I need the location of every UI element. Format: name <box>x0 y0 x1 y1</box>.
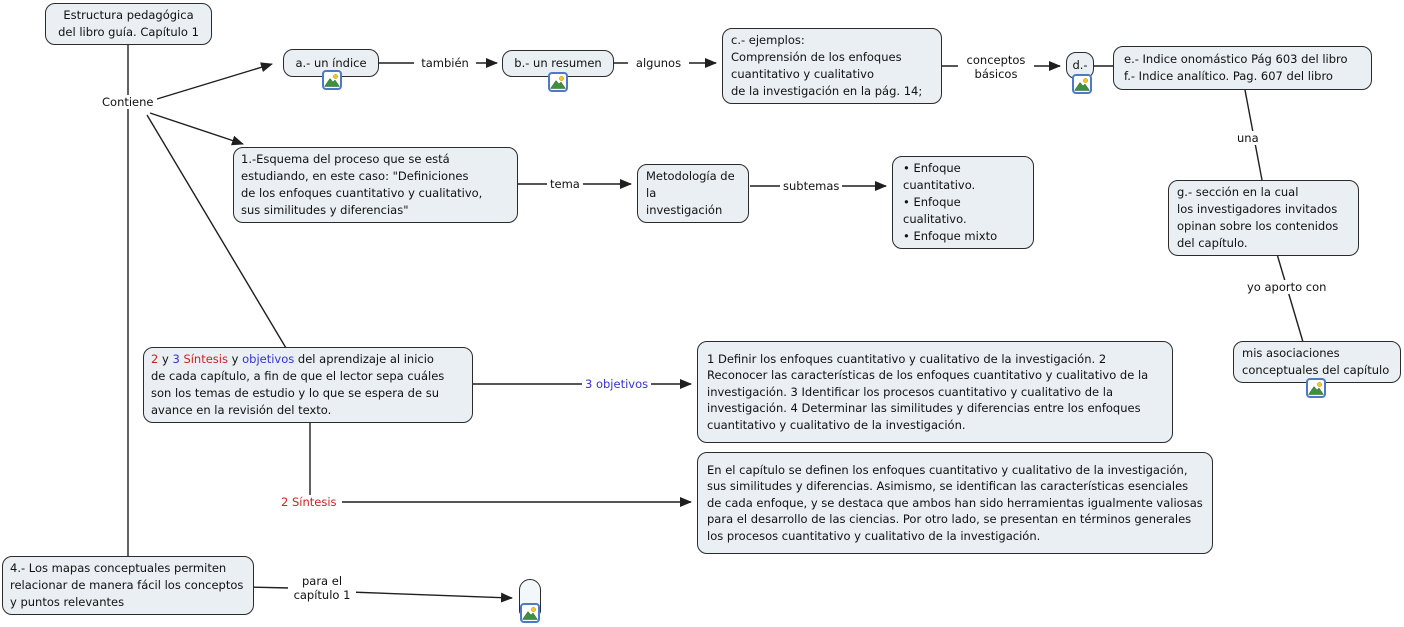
link-label-para-el-capitulo[interactable]: para el capítulo 1 <box>288 574 356 602</box>
node-ejemplos[interactable]: c.- ejemplos: Comprensión de los enfoque… <box>722 28 942 104</box>
image-icon[interactable] <box>1306 378 1326 398</box>
link-label-yo-aporto[interactable]: yo aporto con <box>1244 280 1330 294</box>
link-label-3-objetivos[interactable]: 3 objetivos <box>582 377 652 391</box>
node-seccion-g-label: g.- sección en la cual los investigadore… <box>1177 185 1339 250</box>
link-label-subtemas[interactable]: subtemas <box>780 179 843 193</box>
connector-contiene-sintesisobjetivos <box>146 114 287 349</box>
link-label-2-sintesis[interactable]: 2 Síntesis <box>278 495 340 509</box>
node-metodologia-label: Metodología de la investigación <box>646 169 735 217</box>
node-sintesis-objetivos[interactable]: 2 y 3 Síntesis y objetivos del aprendiza… <box>143 347 473 423</box>
node-mapas-label: 4.- Los mapas conceptuales permiten rela… <box>10 561 244 609</box>
node-mapas[interactable]: 4.- Los mapas conceptuales permiten rela… <box>2 556 254 615</box>
connector-label-anexo <box>348 591 513 603</box>
link-label-una[interactable]: una <box>1234 131 1262 145</box>
node-metodologia[interactable]: Metodología de la investigación <box>637 164 749 223</box>
node-esquema-label: 1.-Esquema del proceso que se está estud… <box>241 152 483 217</box>
node-objetivos-lista-label: 1 Definir los enfoques cuantitativo y cu… <box>707 351 1149 432</box>
node-root[interactable]: Estructura pedagógica del libro guía. Ca… <box>45 3 212 45</box>
link-label-tambien[interactable]: también <box>414 56 476 70</box>
node-esquema[interactable]: 1.-Esquema del proceso que se está estud… <box>233 147 518 223</box>
node-objetivos-lista[interactable]: 1 Definir los enfoques cuantitativo y cu… <box>697 341 1173 443</box>
node-resumen-label: b.- un resumen <box>514 56 602 70</box>
node-root-label: Estructura pedagógica del libro guía. Ca… <box>58 8 199 39</box>
node-indice-label: a.- un índice <box>295 55 367 70</box>
image-icon[interactable] <box>548 72 568 92</box>
node-ejemplos-label: c.- ejemplos: Comprensión de los enfoque… <box>731 33 923 98</box>
node-enfoques[interactable]: • Enfoque cuantitativo. • Enfoque cualit… <box>892 156 1034 249</box>
node-sintesis-texto[interactable]: En el capítulo se definen los enfoques c… <box>697 452 1213 554</box>
connector-contiene-esquema <box>149 112 244 146</box>
link-label-tema[interactable]: tema <box>547 177 583 191</box>
link-label-conceptos-basicos[interactable]: conceptos básicos <box>958 53 1034 81</box>
image-icon[interactable] <box>322 70 342 90</box>
node-asociaciones[interactable]: mis asociaciones conceptuales del capítu… <box>1233 341 1401 383</box>
node-enfoques-label: • Enfoque cuantitativo. • Enfoque cualit… <box>903 161 998 243</box>
node-sintesis-texto-label: En el capítulo se definen los enfoques c… <box>707 462 1203 543</box>
connector-seccion-asociaciones <box>1276 253 1304 343</box>
node-indices-ef-label: e.- Indice onomástico Pág 603 del libro … <box>1124 52 1348 83</box>
link-label-algunos[interactable]: algunos <box>628 56 689 70</box>
node-indices-ef[interactable]: e.- Indice onomástico Pág 603 del libro … <box>1113 46 1372 90</box>
link-label-contiene[interactable]: Contiene <box>99 95 157 109</box>
node-asociaciones-label: mis asociaciones conceptuales del capítu… <box>1242 346 1390 377</box>
node-d-label: d.- <box>1072 58 1088 72</box>
node-seccion-g[interactable]: g.- sección en la cual los investigadore… <box>1168 180 1359 256</box>
connector-contiene-indice <box>156 62 273 100</box>
image-icon[interactable] <box>520 603 540 623</box>
node-sintesis-objetivos-label: 2 y 3 Síntesis y objetivos del aprendiza… <box>151 352 445 417</box>
image-icon[interactable] <box>1072 74 1092 94</box>
